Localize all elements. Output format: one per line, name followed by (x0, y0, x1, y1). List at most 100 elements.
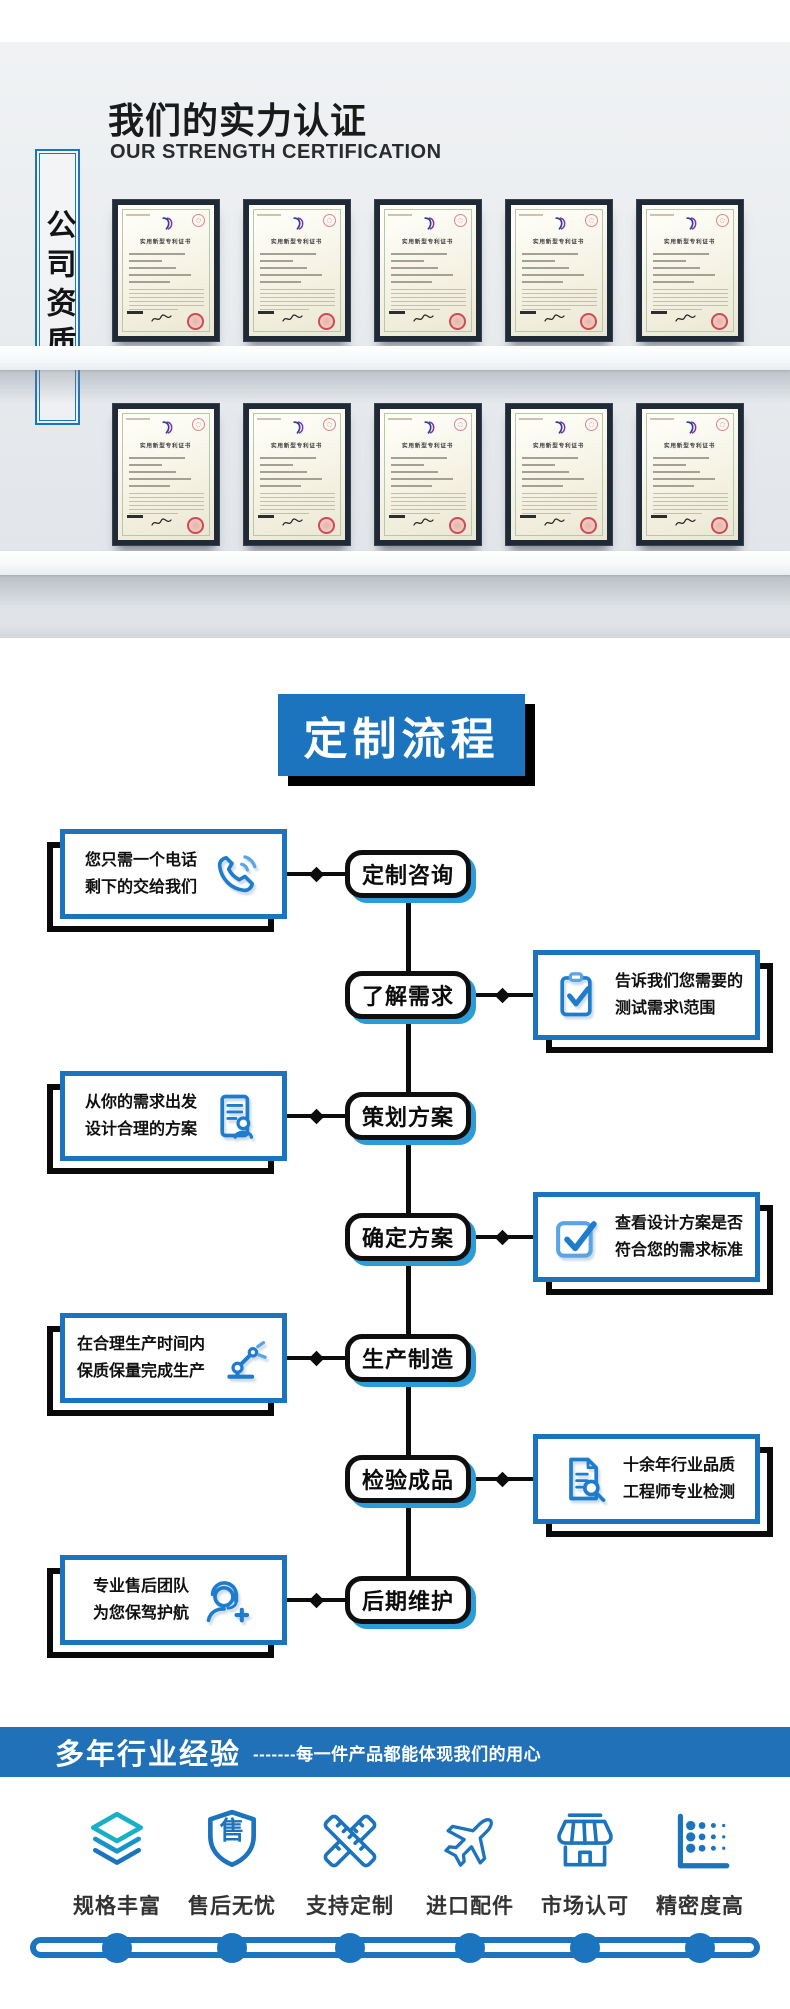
progress-dot (685, 1933, 715, 1963)
process-flow-section: 定制流程 您只需一个电话剩下的交给我们 定制咨询 (0, 638, 790, 1727)
experience-banner: 多年行业经验 -------每一件产品都能体现我们的用心 (0, 1727, 790, 1777)
certificate-title: 实用新型专利证书 (140, 443, 192, 450)
signature-icon (675, 314, 696, 322)
connector-line (471, 1229, 534, 1245)
red-seal-icon (318, 313, 335, 330)
red-stamp-icon (454, 418, 467, 431)
patent-logo-icon (422, 420, 437, 440)
feature-label: 市场认可 (541, 1895, 629, 1918)
certificate-title: 实用新型专利证书 (402, 239, 454, 246)
progress-dot (335, 1933, 365, 1963)
signature-icon (282, 518, 303, 526)
certificate-title: 实用新型专利证书 (402, 443, 454, 450)
feature-item: 市场认可 (525, 1798, 645, 1920)
certificate-title: 实用新型专利证书 (664, 239, 716, 246)
certificate-title: 实用新型专利证书 (533, 239, 585, 246)
box-shadow-frame (546, 1447, 773, 1537)
robot-arm-icon (218, 1332, 270, 1384)
patent-paper: 实用新型专利证书 (511, 205, 607, 336)
feature-label: 进口配件 (426, 1895, 514, 1918)
document-user-icon (210, 1090, 262, 1142)
storefront-icon (552, 1798, 618, 1884)
certificate: 实用新型专利证书 (636, 199, 744, 342)
patent-paper: 实用新型专利证书 (118, 205, 214, 336)
patent-paper: 实用新型专利证书 (642, 409, 738, 540)
flow-info-text: 十余年行业品质工程师专业检测 (622, 1456, 735, 1501)
red-stamp-icon (323, 214, 336, 227)
certificate: 实用新型专利证书 (505, 403, 613, 546)
certificate-title: 实用新型专利证书 (664, 443, 716, 450)
feature-item: 精密度高 (640, 1798, 760, 1920)
section-title: 我们的实力认证 (108, 100, 368, 141)
banner-tagline: -------每一件产品都能体现我们的用心 (253, 1744, 542, 1764)
box-shadow-frame (546, 1205, 773, 1295)
box-shadow-frame (47, 1568, 274, 1658)
feature-item: 规格丰富 (57, 1798, 177, 1920)
feature-label: 支持定制 (306, 1895, 394, 1918)
feature-item: 售 售后无忧 (172, 1798, 292, 1920)
patent-paper: 实用新型专利证书 (118, 409, 214, 540)
red-seal-icon (711, 517, 728, 534)
flow-step: 从你的需求出发设计合理的方案 策划方案 (0, 638, 790, 1727)
red-seal-icon (449, 517, 466, 534)
flow-info-text: 在合理生产时间内保质保量完成生产 (76, 1335, 205, 1380)
phone-icon (210, 848, 262, 900)
certificate: 实用新型专利证书 (112, 403, 220, 546)
headset-icon (202, 1574, 254, 1626)
certificate: 实用新型专利证书 (374, 199, 482, 342)
red-seal-icon (580, 517, 597, 534)
red-stamp-icon (716, 214, 729, 227)
flow-spine-line (406, 874, 411, 1600)
rulers-icon (317, 1798, 383, 1884)
diamond-icon (308, 1592, 325, 1608)
box-shadow-frame (47, 1084, 274, 1174)
flow-info-box: 专业售后团队为您保驾护航 (60, 1555, 287, 1645)
shield-icon: 售 (199, 1798, 265, 1884)
checkbox-icon (550, 1211, 602, 1263)
red-stamp-icon (454, 214, 467, 227)
certificate: 实用新型专利证书 (243, 199, 351, 342)
diamond-icon (494, 1471, 511, 1487)
layers-icon (84, 1798, 150, 1884)
flow-title: 定制流程 (278, 694, 525, 776)
box-shadow-frame (47, 842, 274, 932)
flow-info-box: 十余年行业品质工程师专业检测 (533, 1434, 760, 1524)
diamond-icon (494, 987, 511, 1003)
connector-line (471, 987, 534, 1003)
red-seal-icon (318, 517, 335, 534)
patent-logo-icon (684, 420, 699, 440)
patent-logo-icon (160, 216, 175, 236)
patent-paper: 实用新型专利证书 (249, 409, 345, 540)
patent-logo-icon (291, 420, 306, 440)
connector-line (287, 1108, 346, 1124)
red-seal-icon (580, 313, 597, 330)
flow-info-box: 查看设计方案是否符合您的需求标准 (533, 1192, 760, 1282)
shelf (0, 551, 790, 609)
diamond-icon (494, 1229, 511, 1245)
shelf (0, 346, 790, 404)
feature-label: 售后无忧 (188, 1895, 276, 1918)
progress-track (0, 1930, 790, 1972)
flow-step: 在合理生产时间内保质保量完成生产 生产制造 (0, 638, 790, 1727)
connector-line (471, 1471, 534, 1487)
patent-paper: 实用新型专利证书 (642, 205, 738, 336)
certificate-title: 实用新型专利证书 (140, 239, 192, 246)
flow-step: 您只需一个电话剩下的交给我们 定制咨询 (0, 638, 790, 1727)
red-stamp-icon (323, 418, 336, 431)
flow-info-text: 您只需一个电话剩下的交给我们 (84, 851, 197, 896)
document-search-icon (558, 1453, 610, 1505)
signature-icon (151, 518, 172, 526)
patent-logo-icon (291, 216, 306, 236)
flow-info-text: 从你的需求出发设计合理的方案 (84, 1093, 197, 1138)
box-shadow-frame (47, 1326, 274, 1416)
progress-dot (217, 1933, 247, 1963)
patent-paper: 实用新型专利证书 (380, 205, 476, 336)
flow-info-text: 告诉我们您需要的测试需求\范围 (614, 972, 743, 1017)
patent-logo-icon (684, 216, 699, 236)
flow-step: 告诉我们您需要的测试需求\范围 了解需求 (0, 638, 790, 1727)
certificate-row: 实用新型专利证书 实用新型专利证书 (112, 199, 744, 342)
patent-logo-icon (553, 216, 568, 236)
feature-label: 精密度高 (656, 1895, 744, 1918)
diamond-icon (308, 866, 325, 882)
patent-logo-icon (553, 420, 568, 440)
